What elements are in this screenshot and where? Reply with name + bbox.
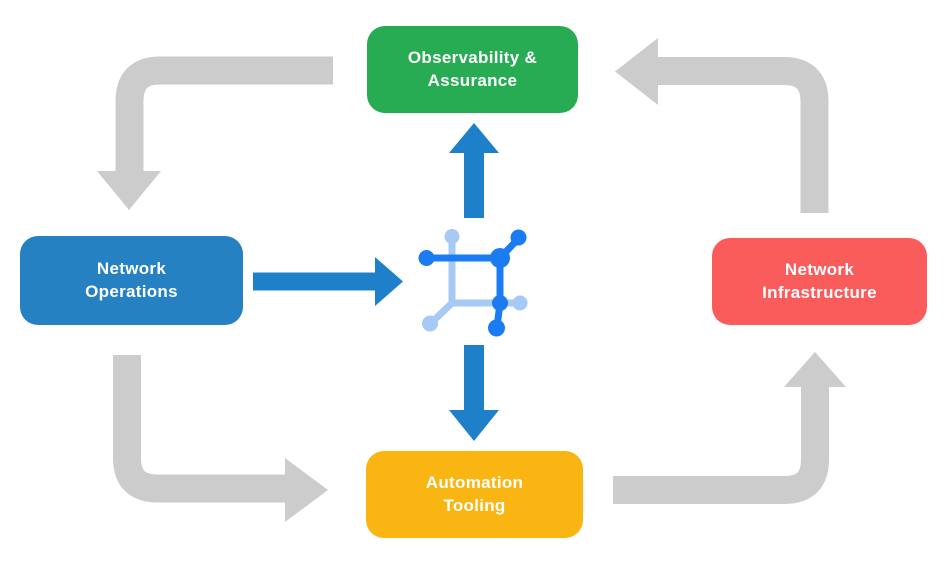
icon-node-top <box>444 229 460 244</box>
icon-node-right <box>512 295 528 311</box>
node-label-line: Operations <box>85 281 178 301</box>
icon-node-bottom <box>488 319 505 337</box>
cycle-arrow-bottom-left <box>113 355 285 503</box>
node-label-line: Assurance <box>427 70 518 90</box>
node-label-line: Network <box>96 258 167 278</box>
network-infrastructure-node: Network Infrastructure <box>712 238 927 325</box>
node-label-line: Infrastructure <box>762 282 877 302</box>
icon-light-branch <box>427 233 456 327</box>
cycle-arrow-bottom-right <box>613 387 829 504</box>
network-automation-icon <box>418 229 528 337</box>
node-label-line: Observability & <box>407 47 538 67</box>
flow-arrow-up-head-icon <box>449 123 499 153</box>
cycle-arrow-top-left-head-icon <box>97 171 161 210</box>
node-label-line: Tooling <box>443 495 506 515</box>
icon-blue-right-edge <box>493 254 504 331</box>
cycle-arrows <box>97 38 846 522</box>
flow-arrows <box>253 123 499 441</box>
icon-node-bottom-left <box>422 315 438 332</box>
icon-node-left <box>418 250 435 266</box>
flow-arrow-left-head-icon <box>375 257 403 306</box>
cycle-arrow-top-right <box>658 57 829 213</box>
cycle-arrow-bottom-right-head-icon <box>784 352 846 387</box>
icon-node-top-right <box>510 229 527 246</box>
cycle-arrow-bottom-left-head-icon <box>285 458 328 522</box>
icon-corner-node <box>492 295 508 311</box>
flow-arrow-down-head-icon <box>449 410 499 441</box>
node-label-line: Network <box>784 259 855 279</box>
cycle-arrow-top-right-head-icon <box>615 38 658 105</box>
observability-assurance-node: Observability & Assurance <box>367 26 578 113</box>
network-operations-node: Network Operations <box>20 236 243 325</box>
icon-hub-node <box>490 248 510 268</box>
node-label-line: Automation <box>425 472 524 492</box>
cycle-arrow-top-left <box>115 56 333 171</box>
automation-tooling-node: Automation Tooling <box>366 451 583 538</box>
